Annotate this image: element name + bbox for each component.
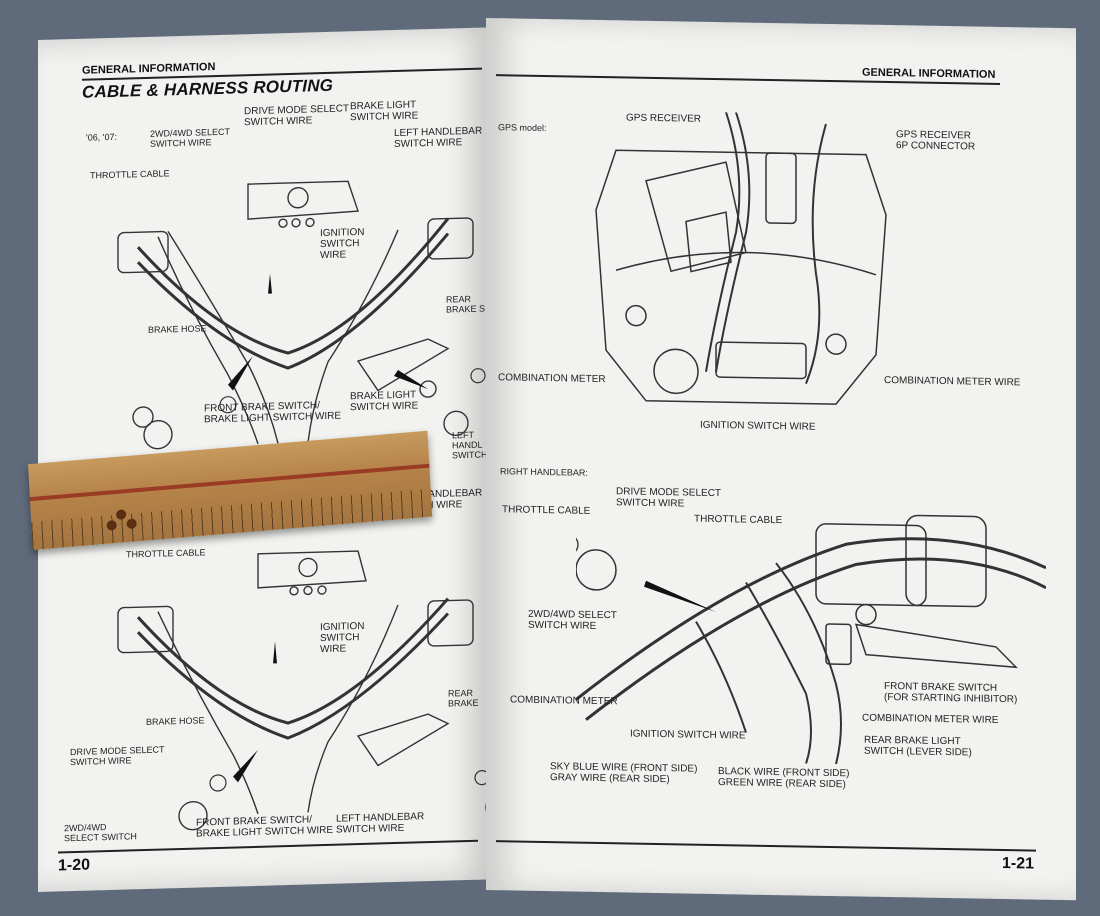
label-left-handlebar-switch-wire-3: LEFT HANDLEBAR SWITCH WIRE (336, 811, 425, 836)
label-gps-receiver: GPS RECEIVER (626, 112, 702, 125)
label-rear-brake-2: REAR BRAKE (448, 687, 479, 709)
label-combination-meter-2: COMBINATION METER (510, 694, 618, 708)
left-page-title: CABLE & HARNESS ROUTING (82, 75, 334, 102)
label-throttle-cable: THROTTLE CABLE (502, 504, 591, 517)
label-ignition-switch-wire: IGNITION SWITCH WIRE (700, 419, 816, 433)
label-2wd4wd-select-switch-wire: 2WD/4WD SELECT SWITCH WIRE (150, 126, 231, 149)
label-throttle-cable-2: THROTTLE CABLE (694, 513, 783, 527)
label-ignition-switch-wire: IGNITION SWITCH WIRE (320, 226, 365, 262)
label-brake-light-switch-wire-2: BRAKE LIGHT SWITCH WIRE (350, 389, 419, 414)
left-page-header: GENERAL INFORMATION (82, 61, 216, 77)
label-left-handlebar-switch-wire: LEFT HANDLEBAR SWITCH WIRE (394, 125, 483, 151)
label-combination-meter-wire: COMBINATION METER WIRE (884, 374, 1021, 389)
right-footer-rule (496, 840, 1036, 852)
label-2wd4wd-select-switch: 2WD/4WD SELECT SWITCH (64, 822, 137, 844)
lower-handlebar-diagram (117, 550, 488, 831)
label-black-green-wire: BLACK WIRE (FRONT SIDE) GREEN WIRE (REAR… (718, 766, 850, 791)
label-drive-mode-select-switch-wire: DRIVE MODE SELECT SWITCH WIRE (244, 103, 350, 129)
right-handlebar-note: RIGHT HANDLEBAR: (500, 466, 588, 478)
ruler-logo-icon (106, 509, 137, 531)
label-rear-brake-light-switch: REAR BRAKE LIGHT SWITCH (Lever side) (864, 734, 972, 759)
label-combination-meter-wire-2: COMBINATION METER WIRE (862, 712, 999, 726)
left-footer-rule (58, 839, 478, 854)
upper-handlebar-diagram (117, 180, 486, 450)
left-page: GENERAL INFORMATION CABLE & HARNESS ROUT… (28, 27, 490, 892)
label-brake-light-switch-wire: BRAKE LIGHT SWITCH WIRE (350, 99, 419, 124)
gps-model-note: GPS model: (498, 122, 547, 134)
right-page-number: 1-21 (1002, 855, 1035, 873)
label-sky-blue-gray-wire: SKY BLUE WIRE (FRONT SIDE) GRAY WIRE (RE… (550, 761, 698, 786)
right-page: GENERAL INFORMATION GPS model: GPS RECEI… (486, 18, 1076, 901)
label-brake-hose-2: BRAKE HOSE (146, 715, 205, 727)
wooden-ruler (28, 430, 433, 551)
label-ignition-switch-wire-2: IGNITION SWITCH WIRE (320, 620, 365, 656)
label-drive-mode-select-switch-wire-2: DRIVE MODE SELECT SWITCH WIRE (70, 744, 165, 768)
gps-meter-diagram (595, 111, 887, 405)
left-page-number: 1-20 (58, 856, 91, 875)
label-left-handle-switch: LEFT HANDL SWITCH (452, 429, 488, 461)
label-ignition-switch-wire-2: IGNITION SWITCH WIRE (630, 728, 746, 742)
label-combination-meter: COMBINATION METER (498, 372, 606, 386)
label-front-brake-switch: FRONT BRAKE SWITCH (for starting inhibit… (884, 680, 1018, 706)
right-handlebar-diagram (576, 514, 1046, 765)
right-page-header: GENERAL INFORMATION (862, 66, 996, 81)
label-gps-receiver-6p-connector: GPS RECEIVER 6P CONNECTOR (896, 129, 976, 153)
label-brake-hose: BRAKE HOSE (148, 323, 207, 335)
label-2wd4wd-select-switch-wire: 2WD/4WD SELECT SWITCH WIRE (528, 608, 617, 632)
label-rear-brake: REAR BRAKE S (446, 293, 486, 315)
label-front-brake-switch-wire: FRONT BRAKE SWITCH/ BRAKE LIGHT SWITCH W… (204, 400, 342, 426)
label-drive-mode-select-switch-wire: DRIVE MODE SELECT SWITCH WIRE (616, 486, 722, 510)
label-front-brake-switch-wire-2: FRONT BRAKE SWITCH/ BRAKE LIGHT SWITCH W… (196, 814, 334, 840)
